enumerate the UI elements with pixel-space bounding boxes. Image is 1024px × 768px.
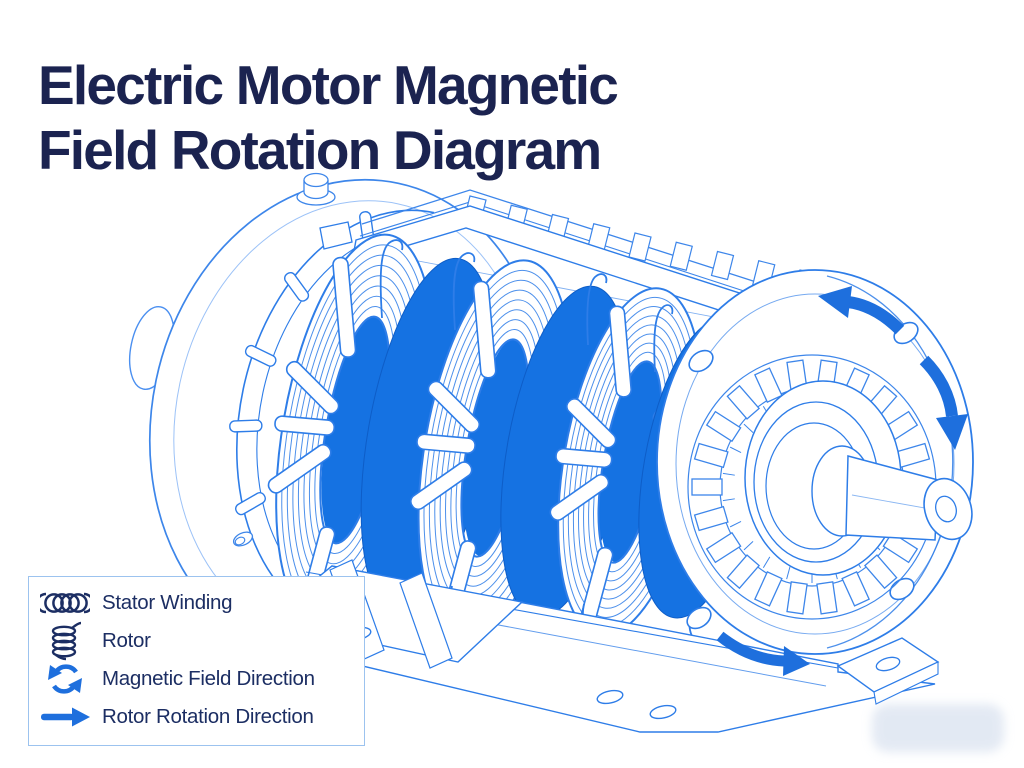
legend-label: Rotor Rotation Direction [102,705,314,728]
stator-winding-icon [39,590,91,616]
bolt-hole [875,656,901,672]
magnetic-field-arrow-top [818,286,905,335]
page-title-line-1: Electric Motor Magnetic [38,53,619,116]
bell-bolt [232,531,254,547]
legend-item-magnetic-field-direction: Magnetic Field Direction [39,660,354,698]
rotor-and-windings [267,233,762,638]
legend-item-rotor: Rotor [39,621,354,661]
face-bolt-hole [688,349,714,373]
legend-label: Stator Winding [102,591,233,614]
bolt-hole [649,704,677,720]
rotor-rotation-arrow [716,631,810,676]
rotation-arrows [716,286,968,676]
face-bolt-hole [686,606,712,630]
gusset-web [399,572,453,669]
bolt-hole [596,689,624,705]
legend-item-stator-winding: Stator Winding [39,584,354,622]
legend-label: Magnetic Field Direction [102,667,315,690]
magnetic-field-direction-icon [39,659,91,699]
bell-block-tab [319,221,353,250]
magnetic-field-arrow-right [919,355,968,450]
legend-box: Stator Winding Rotor [28,576,365,746]
page-title: Electric Motor Magnetic Field Rotation D… [38,53,619,183]
foot-right [836,637,940,705]
rotor-rotation-direction-icon [39,707,91,727]
legend-label: Rotor [102,629,151,652]
top-bolt [296,172,336,206]
page-title-line-2: Field Rotation Diagram [38,118,602,181]
rotor-icon [39,621,91,661]
end-plate [656,269,974,705]
legend-item-rotor-rotation-direction: Rotor Rotation Direction [39,698,354,736]
shaft [845,455,973,541]
watermark-blob [872,704,1004,752]
